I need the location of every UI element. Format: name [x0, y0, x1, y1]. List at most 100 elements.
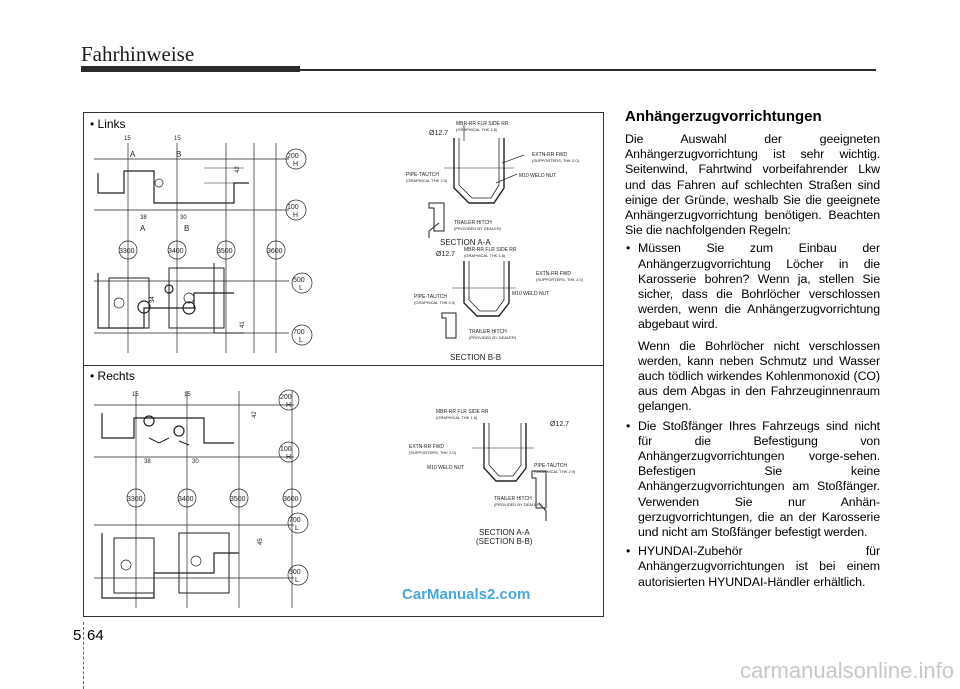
rechts-plan-view: 15 15 38 30 42 45 3300 3400 3500 3600 20…: [94, 389, 309, 608]
callout-trailer: TRAILER HITCH: [469, 329, 507, 335]
header-rule: [300, 69, 876, 71]
callout-trailer: TRAILER HITCH: [454, 220, 492, 226]
dim-label: 42: [235, 166, 241, 173]
callout-extn: EXTN-RR FWD: [532, 152, 567, 158]
svg-text:(GRAPHICAL THK 2.0): (GRAPHICAL THK 2.0): [534, 469, 576, 474]
svg-text:(PROVIDED BY DEALER): (PROVIDED BY DEALER): [454, 226, 502, 231]
svg-text:100: 100: [287, 204, 299, 211]
svg-text:(SUPPORTERS, THK 2.0): (SUPPORTERS, THK 2.0): [409, 450, 457, 455]
intro-paragraph: Die Auswahl der geeigneten Anhängerzugvo…: [625, 132, 880, 238]
content-column: Anhängerzugvorrichtungen Die Auswahl der…: [625, 108, 880, 594]
section-title-bb: (SECTION B-B): [476, 537, 533, 546]
figure-frame: • Links • Rechts: [83, 112, 604, 617]
callout-m10: M10 WELD NUT: [519, 173, 556, 179]
svg-text:(GRAPHICAL THK 2.0): (GRAPHICAL THK 2.0): [414, 300, 456, 305]
dim-label: 30: [192, 459, 199, 465]
callout-extn: EXTN-RR FWD: [409, 444, 444, 450]
callout-m10: M10 WELD NUT: [512, 291, 549, 297]
section-marker-b: B: [184, 224, 189, 233]
list-item: HYUNDAI-Zubehör für Anhängerzugvorrichtu…: [625, 544, 880, 590]
section-title-bb: SECTION B-B: [450, 353, 501, 362]
callout-extn: EXTN-RR FWD: [536, 271, 571, 277]
callout-m10: M10 WELD NUT: [427, 465, 464, 471]
section-title-aa: SECTION A-A: [440, 238, 491, 247]
svg-text:(GRAPHICAL THK 2.0): (GRAPHICAL THK 2.0): [406, 178, 448, 183]
header-title: Fahrhinweise: [81, 42, 195, 66]
diameter-label: Ø12.7: [550, 421, 569, 428]
rules-list: Müssen Sie zum Einbau der Anhängerzugvor…: [625, 241, 880, 589]
diameter-label: Ø12.7: [436, 251, 455, 258]
grid-marker-3300: 3300: [126, 488, 146, 508]
figure-divider: [84, 365, 603, 366]
diameter-label: Ø12.7: [429, 130, 448, 137]
links-section-aa: Ø12.7 MBR-RR FLR SIDE RR (GRAPHICAL THK …: [406, 121, 580, 247]
grid-marker-3400: 3400: [167, 240, 187, 260]
links-plan-view: 15 15 A B 38 30 A B 42 34 41 3300 3400 3…: [94, 136, 313, 353]
dim-label: 30: [180, 215, 187, 221]
grid-marker-3500: 3500: [229, 488, 249, 508]
grid-marker-3300: 3300: [118, 240, 138, 260]
svg-text:(GRAPHICAL THK 1.6): (GRAPHICAL THK 1.6): [456, 127, 498, 132]
dim-label: 15: [132, 392, 139, 398]
svg-text:(SUPPORTERS, THK 2.0): (SUPPORTERS, THK 2.0): [532, 158, 580, 163]
callout-pipe: PIPE-TAUTCH: [406, 172, 439, 178]
svg-text:3600: 3600: [267, 248, 283, 255]
svg-text:3600: 3600: [283, 496, 299, 503]
dim-label: 34: [150, 296, 156, 303]
svg-text:700: 700: [289, 517, 301, 524]
dim-label: 45: [258, 538, 264, 545]
dim-label: 38: [140, 215, 147, 221]
callout-mbr: MBR-RR FLR SIDE RR: [456, 121, 509, 127]
svg-text:3400: 3400: [178, 496, 194, 503]
section-marker-a: A: [130, 150, 136, 159]
section-title: Anhängerzugvorrichtungen: [625, 108, 822, 125]
list-item-text: Müssen Sie zum Einbau der Anhängerzugvor…: [638, 241, 880, 332]
dim-label: 15: [184, 392, 191, 398]
svg-text:3500: 3500: [217, 248, 233, 255]
footer-divider: [83, 622, 84, 689]
dim-label: 38: [144, 459, 151, 465]
svg-text:H: H: [286, 454, 291, 461]
section-marker-b: B: [176, 150, 181, 159]
footer-watermark: carmanualsonline.info: [739, 658, 954, 683]
list-item: Die Stoßfänger Ihres Fahrzeugs sind nich…: [625, 419, 880, 541]
svg-text:L: L: [299, 285, 303, 292]
callout-pipe: PIPE-TAUTCH: [534, 463, 567, 469]
svg-text:H: H: [293, 212, 298, 219]
grid-marker-3600: 3600: [266, 240, 286, 260]
svg-text:200: 200: [280, 394, 292, 401]
grid-marker-3500: 3500: [216, 240, 236, 260]
grid-marker-3400: 3400: [177, 488, 197, 508]
dim-label: 15: [174, 136, 181, 142]
callout-mbr: MBR-RR FLR SIDE RR: [464, 247, 517, 253]
svg-text:(PROVIDED BY DEALER): (PROVIDED BY DEALER): [494, 502, 542, 507]
svg-text:L: L: [295, 577, 299, 584]
svg-text:3300: 3300: [119, 248, 135, 255]
section-title-aa: SECTION A-A: [479, 528, 530, 537]
list-item-extra: Wenn die Bohrlöcher nicht verschlossen w…: [638, 338, 880, 414]
chapter-number: 5: [73, 627, 82, 644]
svg-text:200: 200: [287, 153, 299, 160]
svg-text:L: L: [299, 337, 303, 344]
list-item-text: Die Stoßfänger Ihres Fahrzeugs sind nich…: [638, 418, 880, 540]
svg-text:500: 500: [289, 569, 301, 576]
callout-pipe: PIPE-TAUTCH: [414, 294, 447, 300]
watermark-link[interactable]: CarManuals2.com: [402, 586, 531, 603]
list-item-text: HYUNDAI-Zubehör für Anhängerzugvorrichtu…: [638, 544, 880, 589]
svg-text:(GRAPHICAL THK 1.6): (GRAPHICAL THK 1.6): [436, 415, 478, 420]
svg-text:3300: 3300: [127, 496, 143, 503]
page-number: 64: [87, 627, 104, 644]
svg-text:3400: 3400: [168, 248, 184, 255]
dim-label: 15: [124, 136, 131, 142]
svg-text:3500: 3500: [230, 496, 246, 503]
svg-text:(PROVIDED BY DEALER): (PROVIDED BY DEALER): [469, 335, 517, 340]
header-bar: [81, 66, 300, 72]
